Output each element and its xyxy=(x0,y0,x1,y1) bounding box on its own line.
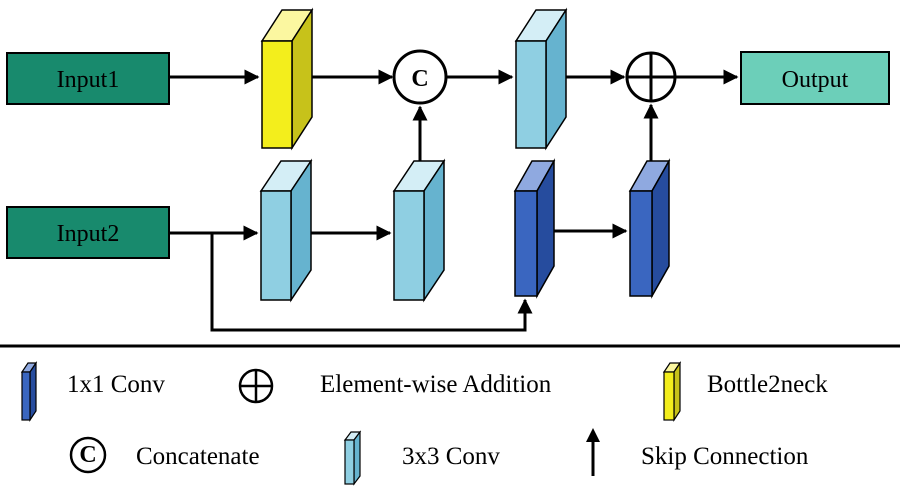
input2-node: Input2 xyxy=(6,206,170,259)
legend-addition-icon xyxy=(238,368,274,404)
input1-label: Input1 xyxy=(57,67,120,93)
input1-node: Input1 xyxy=(6,52,170,105)
legend-conv3x3-label: 3x3 Conv xyxy=(402,443,500,470)
skip-connection-line xyxy=(210,233,533,332)
legend-item-concatenate: C Concatenate xyxy=(69,436,260,474)
connections xyxy=(169,69,739,332)
output-node: Output xyxy=(740,51,890,105)
legend-concatenate-label: Concatenate xyxy=(136,443,260,470)
legend-skip-arrow-icon xyxy=(586,428,600,476)
input2-label: Input2 xyxy=(57,221,120,247)
conv1x1-block-2 xyxy=(628,158,671,299)
conv3x3-block-bottom-2 xyxy=(392,158,446,303)
legend-conv3x3-icon xyxy=(343,430,362,486)
concatenate-letter: C xyxy=(411,66,428,92)
conv3x3-block-bottom-1 xyxy=(259,158,313,303)
concatenate-operator: C xyxy=(392,49,448,105)
legend-conv1x1-icon xyxy=(20,361,38,422)
legend-conv1x1-label: 1x1 Conv xyxy=(67,371,165,398)
legend-item-bottle2neck: Bottle2neck xyxy=(662,361,828,422)
legend-item-conv1x1: 1x1 Conv xyxy=(20,361,165,422)
legend: 1x1 Conv Element-wise Addition Bottle2ne… xyxy=(20,361,828,486)
legend-concatenate-icon: C xyxy=(69,436,107,474)
legend-bottle2neck-label: Bottle2neck xyxy=(707,371,828,398)
legend-bottle2neck-icon xyxy=(662,361,682,422)
legend-concatenate-letter: C xyxy=(79,442,96,468)
legend-item-addition: Element-wise Addition xyxy=(238,368,552,404)
addition-operator xyxy=(625,51,677,103)
output-label: Output xyxy=(782,67,849,93)
conv3x3-block-top xyxy=(514,7,568,151)
legend-item-conv3x3: 3x3 Conv xyxy=(343,430,500,486)
legend-skip-label: Skip Connection xyxy=(641,443,809,470)
conv1x1-block-1 xyxy=(513,158,556,299)
legend-addition-label: Element-wise Addition xyxy=(320,371,552,398)
legend-item-skip: Skip Connection xyxy=(586,428,809,476)
bottle2neck-block xyxy=(260,7,314,151)
